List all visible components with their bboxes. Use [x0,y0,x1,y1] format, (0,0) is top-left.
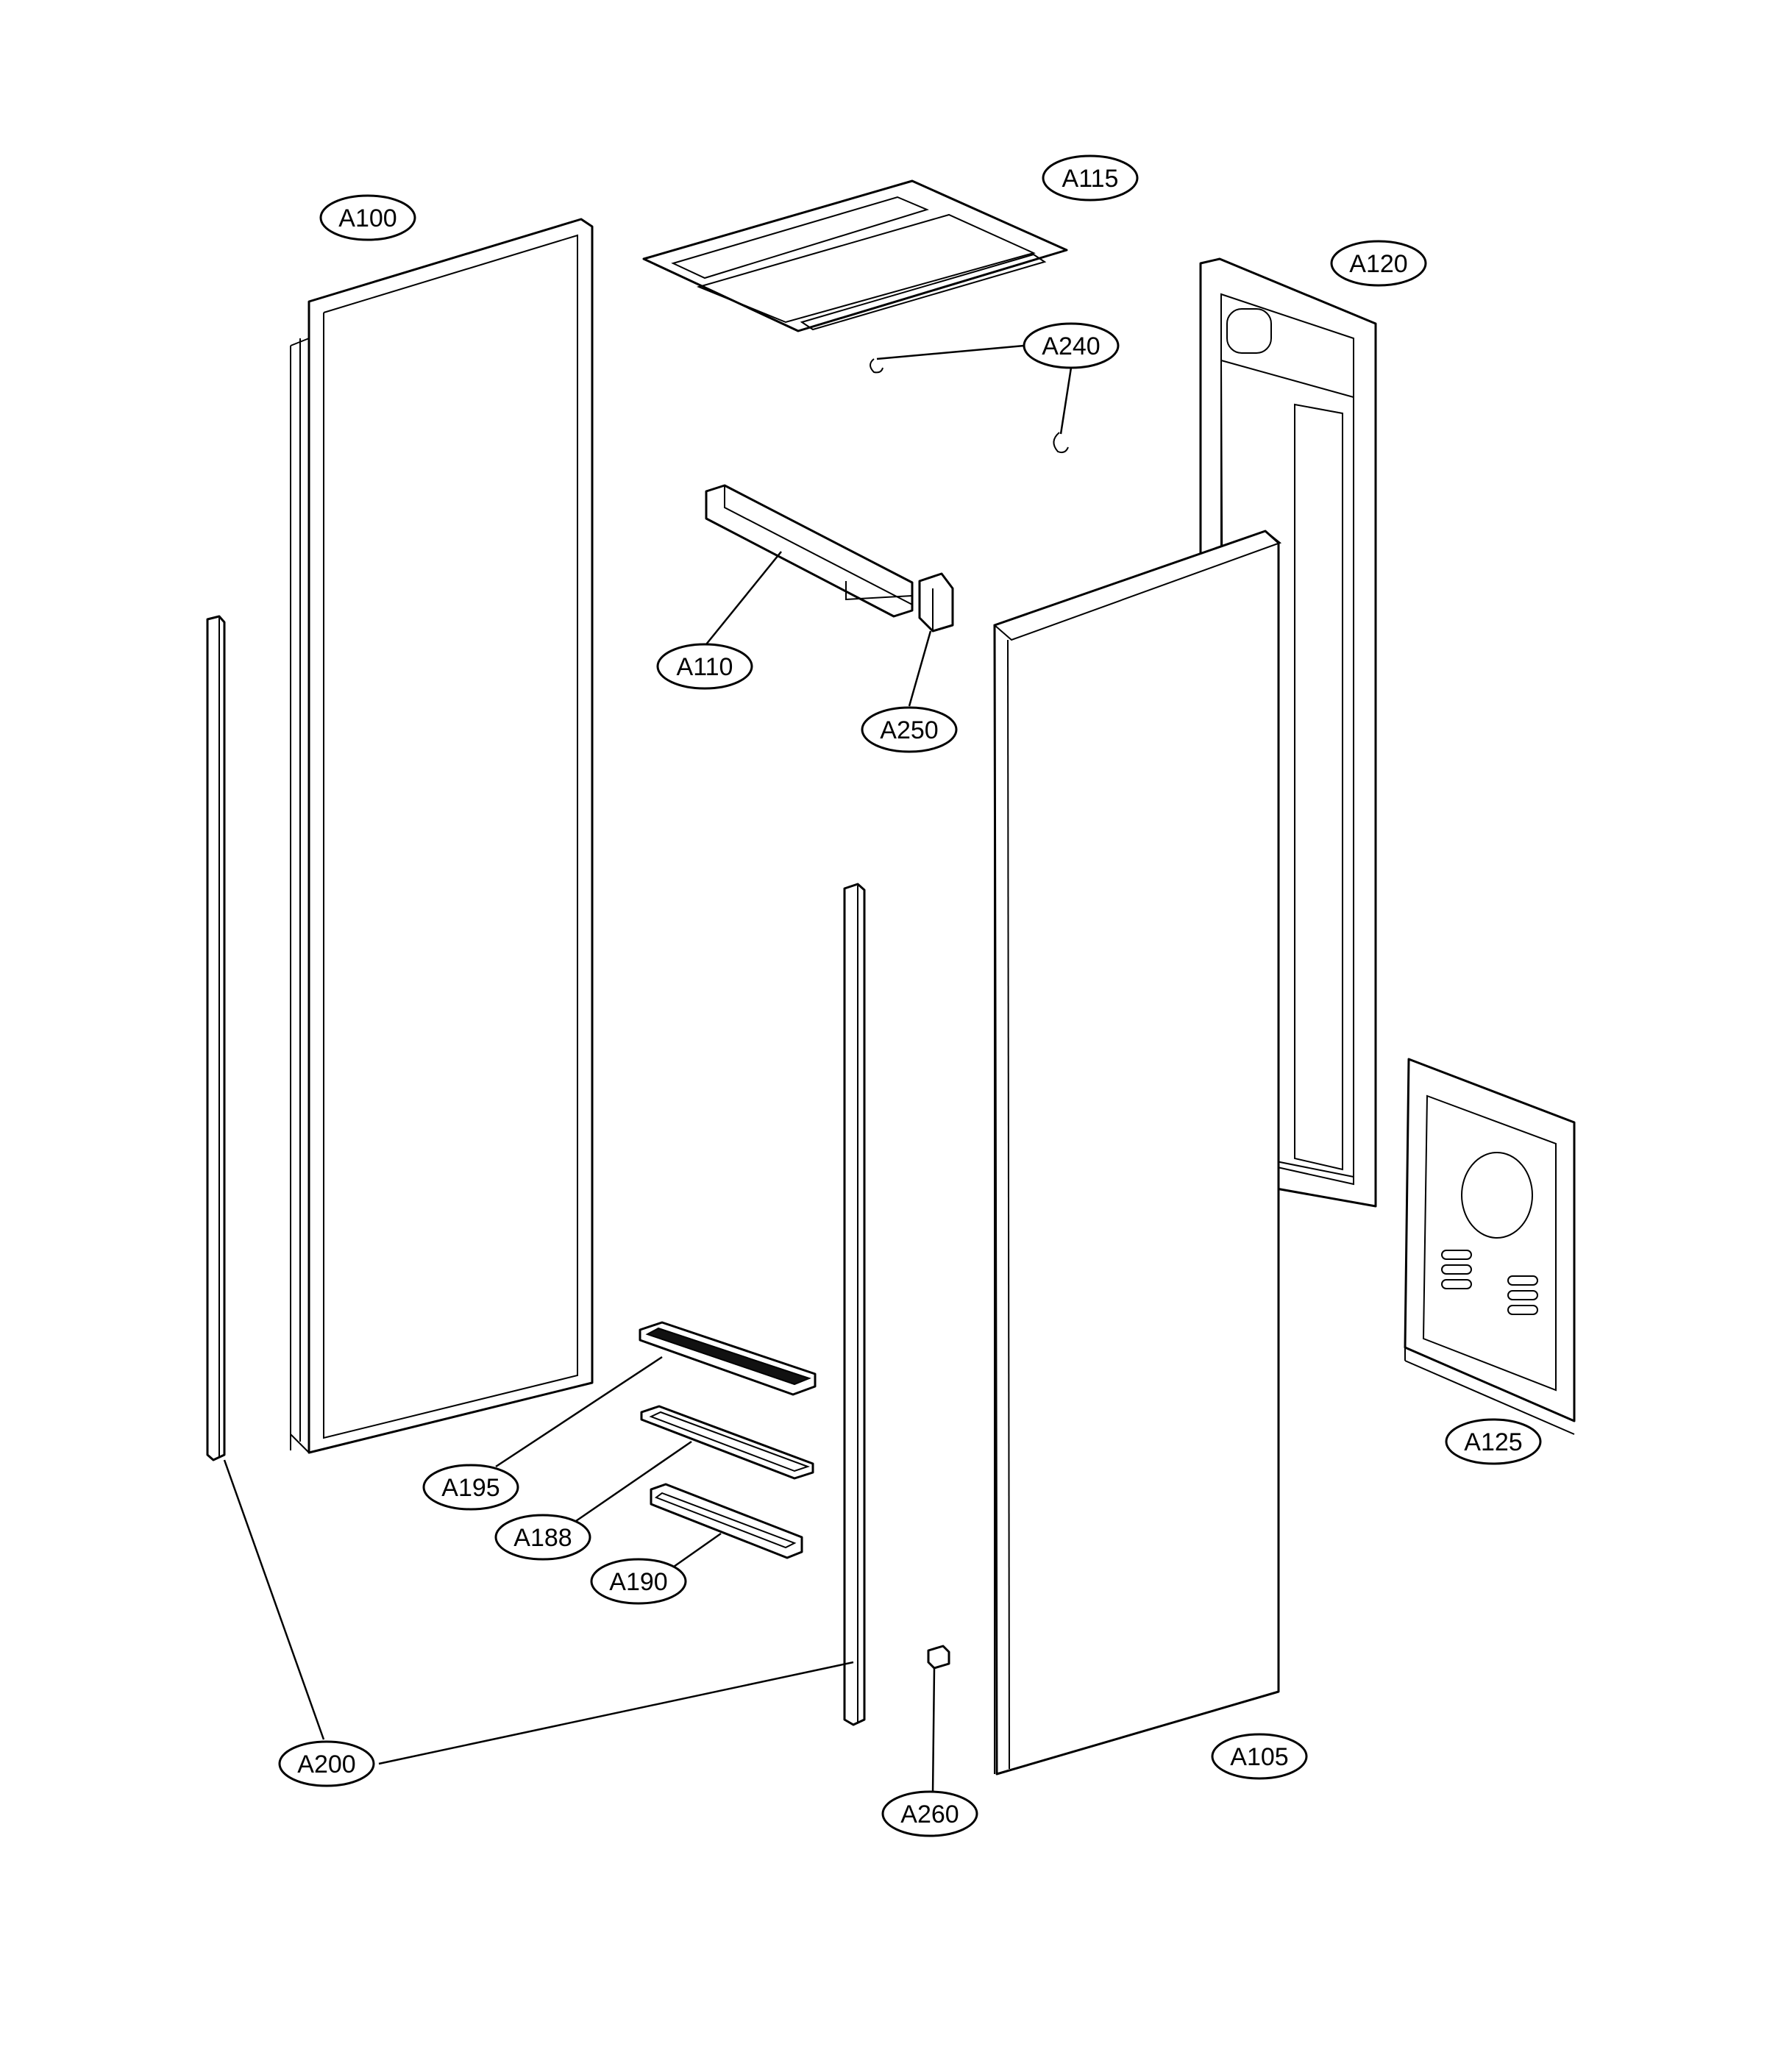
svg-text:A260: A260 [900,1801,959,1828]
part-a100-left-panel [290,218,594,1454]
part-a188-filter [640,1405,814,1480]
leader-lines [223,344,1073,1795]
part-a260-clip [927,1645,950,1670]
svg-text:A120: A120 [1349,250,1407,278]
svg-text:A105: A105 [1230,1743,1288,1771]
part-a190-tray [650,1483,803,1559]
callout-a100: A100 [319,194,416,241]
callout-labels: A100 A115 A120 A240 A110 A250 A125 A195 … [278,154,1542,1837]
part-a105-door-panel [993,530,1282,1776]
callout-a200: A200 [278,1740,375,1787]
callout-a190: A190 [590,1558,687,1605]
svg-text:A240: A240 [1042,332,1100,360]
callout-a188: A188 [494,1514,591,1561]
callout-a195: A195 [422,1464,519,1511]
callout-a240: A240 [1023,322,1120,369]
callout-a125: A125 [1445,1418,1542,1465]
part-a250-bracket [918,572,954,633]
part-a125-access-cover [1404,1058,1576,1435]
part-a195-grille [639,1321,817,1396]
callout-a110: A110 [656,643,753,690]
svg-text:A250: A250 [880,716,938,744]
part-a240-clips [870,358,1069,454]
svg-text:A100: A100 [338,204,397,232]
svg-text:A188: A188 [513,1524,572,1552]
part-a200-gasket-strips [206,615,866,1726]
svg-text:A115: A115 [1062,165,1119,193]
svg-text:A125: A125 [1464,1428,1522,1456]
callout-a120: A120 [1330,240,1427,287]
svg-text:A110: A110 [677,653,733,681]
callout-a115: A115 [1042,154,1139,202]
part-a110-rail [705,484,914,618]
callout-a105: A105 [1211,1733,1308,1780]
callout-a250: A250 [861,706,958,753]
svg-text:A200: A200 [297,1751,355,1778]
callout-a260: A260 [881,1790,978,1837]
svg-text:A195: A195 [441,1474,499,1502]
svg-text:A190: A190 [609,1568,667,1596]
part-a115-top-cover [642,179,1068,332]
